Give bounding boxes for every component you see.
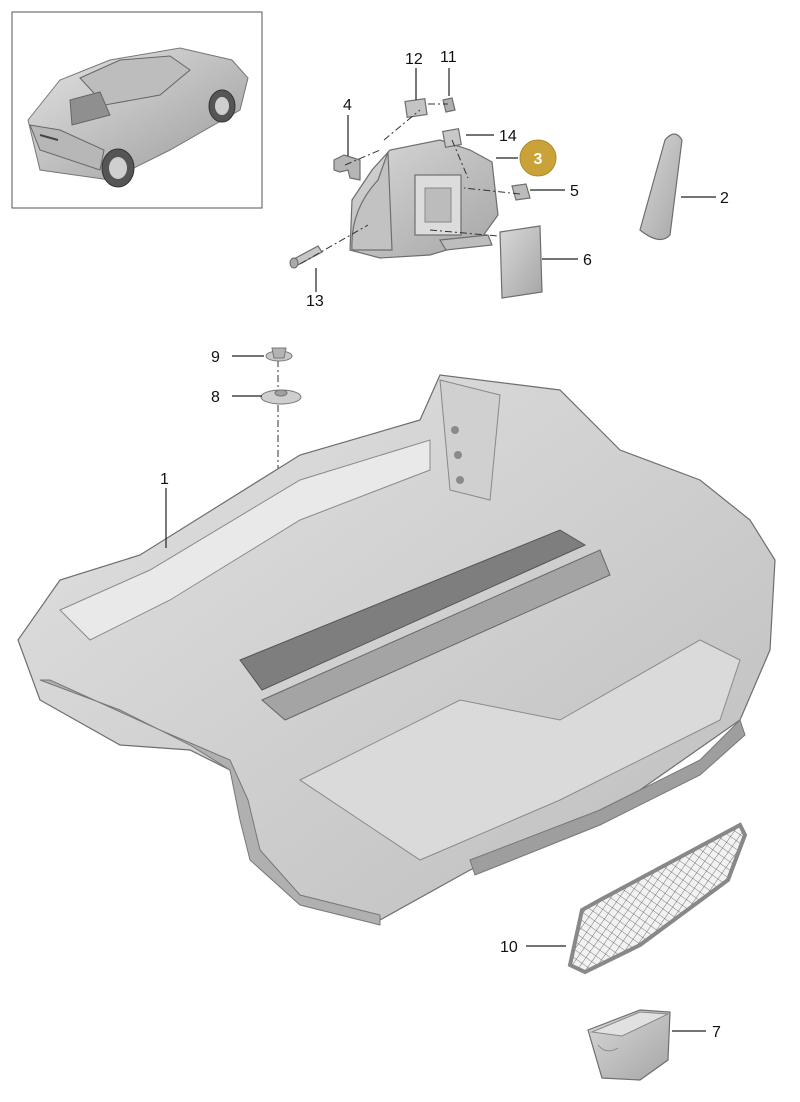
callout-9: 9 [211,349,220,366]
part-1-floor-covering [17,374,776,926]
car-icon [27,47,249,188]
part-7-storage-pocket [587,1009,671,1081]
callout-labels: 1 2 3 4 5 6 7 8 9 10 11 12 13 14 [160,49,729,1041]
part-2-trim-strip [639,133,683,241]
callout-8: 8 [211,389,220,406]
part-5-clip [511,183,531,201]
part-13-pin [289,245,323,269]
callout-10: 10 [500,939,518,956]
part-9-clip [265,347,293,362]
callout-6: 6 [583,252,592,269]
callout-7: 7 [712,1024,721,1041]
callout-3: 3 [534,151,543,168]
part-14-clip [442,128,462,148]
leader-lines [165,68,716,1032]
callout-3-highlighted[interactable]: 3 [519,139,557,177]
callout-11: 11 [440,49,457,66]
part-8-washer [260,389,302,405]
vehicle-thumbnail [11,11,263,209]
part-4-bracket [333,154,361,181]
callout-5: 5 [570,183,579,200]
callout-2: 2 [720,190,729,207]
part-12-clip [404,98,428,118]
callout-1: 1 [160,471,169,488]
part-6-cover [499,225,543,299]
callout-14: 14 [499,128,517,145]
callout-3-badge[interactable] [519,139,557,177]
part-3-side-trim [349,139,499,259]
callout-12: 12 [405,51,423,68]
callout-13: 13 [306,293,324,310]
part-11-nut [442,97,456,113]
callout-4: 4 [343,97,352,114]
part-10-storage-net [567,822,748,975]
